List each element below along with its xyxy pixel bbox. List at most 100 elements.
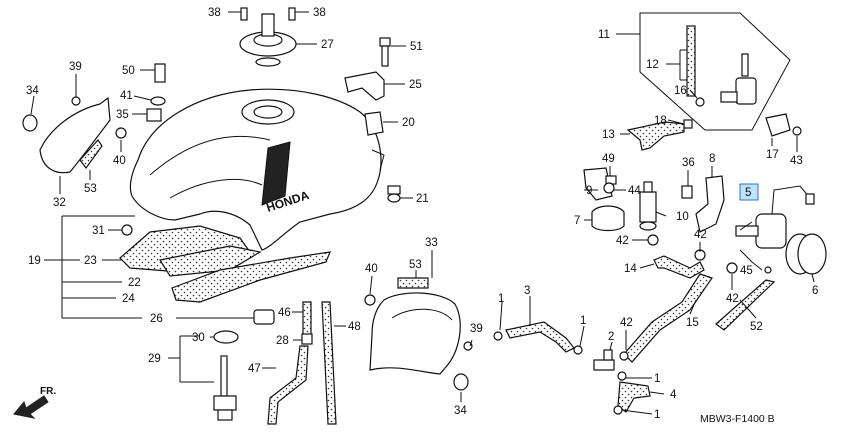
callout-10: 10 (676, 211, 689, 223)
callout-40: 40 (113, 155, 126, 167)
fuel-tank[interactable]: HONDA (129, 88, 385, 251)
cover-pad-53 (79, 139, 103, 170)
callout-38: 38 (208, 7, 221, 19)
clamp-28[interactable] (301, 333, 313, 345)
callout-14: 14 (624, 263, 637, 275)
hose-17[interactable] (765, 113, 791, 137)
clip-18[interactable] (683, 119, 693, 129)
bolt-51[interactable] (379, 37, 391, 67)
callout-34: 34 (26, 85, 39, 97)
rubber-26[interactable] (253, 309, 275, 325)
clamps-1[interactable] (493, 331, 627, 415)
hose-46[interactable] (302, 301, 312, 337)
clip-45[interactable] (764, 266, 772, 274)
callout-23: 23 (84, 255, 97, 267)
screw-31[interactable] (121, 224, 133, 236)
grommet-34-lower[interactable] (453, 373, 469, 391)
callout-24: 24 (122, 293, 135, 305)
cushion-7[interactable] (591, 205, 625, 232)
callout-46: 46 (278, 307, 291, 319)
hose-4[interactable] (617, 381, 651, 413)
callout-5: 5 (745, 187, 751, 199)
callout-34: 34 (454, 405, 467, 417)
bracket-8[interactable] (695, 175, 725, 233)
callout-12: 12 (646, 59, 659, 71)
bolt-39-upper[interactable] (71, 96, 81, 106)
tank-cap[interactable] (239, 7, 297, 67)
callout-39: 39 (69, 61, 82, 73)
callout-18: 18 (654, 115, 667, 127)
joint-2[interactable] (593, 349, 615, 371)
bracket-25[interactable] (344, 71, 385, 101)
callout-44: 44 (628, 185, 641, 197)
callout-42: 42 (694, 229, 707, 241)
hose-48[interactable] (321, 301, 337, 425)
assembly-box-11 (639, 12, 791, 131)
callout-30: 30 (192, 332, 205, 344)
callout-1: 1 (654, 409, 660, 421)
highlight-box-5 (739, 183, 759, 201)
pad-53-lower[interactable] (397, 277, 429, 289)
nut-40-upper[interactable] (115, 127, 127, 139)
callout-51: 51 (410, 41, 423, 53)
leader-lines (30, 11, 815, 415)
hose-13[interactable] (626, 121, 685, 151)
grommet-34[interactable] (22, 114, 38, 132)
callout-25: 25 (409, 79, 422, 91)
callout-40: 40 (365, 263, 378, 275)
callout-19: 19 (28, 255, 41, 267)
callout-16: 16 (674, 85, 687, 97)
pad-22[interactable] (159, 245, 262, 277)
bolt-39-lower[interactable] (463, 341, 473, 351)
callout-42: 42 (616, 235, 629, 247)
callout-22: 22 (128, 277, 141, 289)
collar-35[interactable] (146, 108, 162, 122)
side-cover-32[interactable] (39, 96, 111, 174)
lower-cover-33[interactable] (369, 292, 461, 375)
callout-7: 7 (574, 215, 580, 227)
callout-27: 27 (321, 39, 334, 51)
washer-41[interactable] (150, 96, 166, 106)
callout-17: 17 (766, 149, 779, 161)
clip-42-lower[interactable] (619, 351, 629, 361)
strainer-6[interactable] (785, 233, 827, 275)
hose-47[interactable] (267, 345, 309, 425)
bolt-21[interactable] (387, 185, 401, 203)
callout-32: 32 (53, 197, 66, 209)
callout-20: 20 (402, 117, 415, 129)
callout-53: 53 (84, 183, 97, 195)
bolt-36[interactable] (681, 185, 693, 199)
hose-3[interactable] (505, 321, 575, 353)
callout-33: 33 (425, 237, 438, 249)
callout-38: 38 (313, 7, 326, 19)
pad-24[interactable] (171, 251, 331, 303)
bolt-43[interactable] (792, 126, 802, 136)
hose-15[interactable] (623, 273, 713, 363)
washer-30[interactable] (213, 330, 239, 344)
callout-numbers: 38 38 27 51 50 39 25 34 41 35 20 40 53 3… (26, 7, 818, 421)
callout-6: 6 (812, 285, 818, 297)
bracket-9[interactable] (583, 167, 613, 201)
callout-8: 8 (709, 153, 715, 165)
callout-11: 11 (598, 29, 610, 41)
rubber-20[interactable] (364, 111, 384, 136)
fuel-filter-5[interactable] (735, 185, 815, 249)
fuel-valve-29[interactable] (213, 355, 237, 421)
nut-44[interactable] (603, 182, 615, 194)
pump-10[interactable] (639, 181, 657, 231)
hose-14[interactable] (653, 255, 705, 279)
fuel-cock-11[interactable] (686, 25, 757, 107)
callout-4: 4 (670, 389, 677, 401)
callout-43: 43 (790, 155, 803, 167)
callout-36: 36 (682, 157, 695, 169)
callout-42: 42 (620, 317, 633, 329)
nut-40-lower[interactable] (364, 294, 376, 306)
callout-47: 47 (248, 363, 261, 375)
bolt-50[interactable] (154, 63, 166, 83)
callout-53: 53 (409, 259, 422, 271)
callout-41: 41 (120, 90, 133, 102)
clips-42[interactable] (647, 234, 738, 274)
callout-9: 9 (586, 185, 592, 197)
callout-1: 1 (498, 293, 504, 305)
